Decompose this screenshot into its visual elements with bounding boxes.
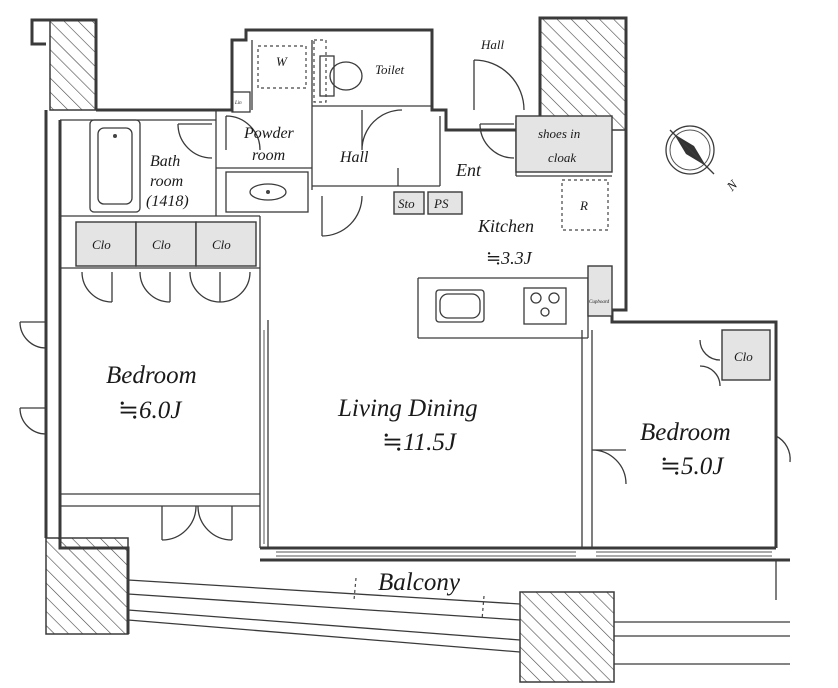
bedroom-left-label: Bedroom xyxy=(106,362,197,389)
washer-space xyxy=(257,39,327,103)
balcony-label: Balcony xyxy=(378,569,461,596)
hall-top-label: Hall xyxy=(480,37,505,52)
stove-fixture xyxy=(435,287,567,325)
structural-columns xyxy=(45,17,627,683)
cupboard-label: Cupboard xyxy=(589,300,610,305)
bedroom-right-label: Bedroom xyxy=(640,419,731,446)
closet-2-label: Clo xyxy=(152,237,171,252)
toilet-label: Toilet xyxy=(375,62,405,77)
linen-label: Lin xyxy=(234,101,242,106)
shoes-cloak-label-line2: cloak xyxy=(548,150,576,165)
washbasin-fixture xyxy=(225,171,309,213)
fridge-label: R xyxy=(579,198,588,213)
balcony-railing xyxy=(127,560,790,665)
outer-walls xyxy=(30,16,790,634)
hall-mid-label: Hall xyxy=(339,149,369,166)
powder-room-label-line2: room xyxy=(252,147,285,164)
closet-1-label: Clo xyxy=(92,237,111,252)
bathtub-fixture xyxy=(89,119,141,213)
bathroom-label-line2: room xyxy=(150,173,183,190)
living-dining-label: Living Dining xyxy=(337,395,478,422)
bedroom-left-size-label: ≒6.0J xyxy=(118,397,183,424)
doors xyxy=(19,59,791,541)
toilet-fixture xyxy=(319,55,363,97)
linen-cabinet xyxy=(231,91,251,113)
living-dining-size-label: ≒11.5J xyxy=(382,429,458,456)
compass-rose-icon xyxy=(665,125,715,175)
bathroom-label-line1: Bath xyxy=(150,153,180,170)
closet-3-label: Clo xyxy=(212,237,231,252)
kitchen-label: Kitchen xyxy=(477,216,534,236)
entrance-label: Ent xyxy=(455,160,482,180)
pipe-space-label: PS xyxy=(433,196,449,211)
powder-room-label-line1: Powder xyxy=(243,125,295,142)
kitchen-size-label: ≒3.3J xyxy=(486,248,533,268)
closet-4-label: Clo xyxy=(734,349,753,364)
bedroom-right-size-label: ≒5.0J xyxy=(660,453,725,480)
closets xyxy=(75,115,771,381)
compass-north-label: N xyxy=(723,176,741,194)
washer-label: W xyxy=(276,54,288,69)
bathroom-label-line3: (1418) xyxy=(146,193,189,210)
windows xyxy=(263,330,772,557)
shoes-cloak-label-line1: shoes in xyxy=(538,126,580,141)
storage-label: Sto xyxy=(398,196,415,211)
